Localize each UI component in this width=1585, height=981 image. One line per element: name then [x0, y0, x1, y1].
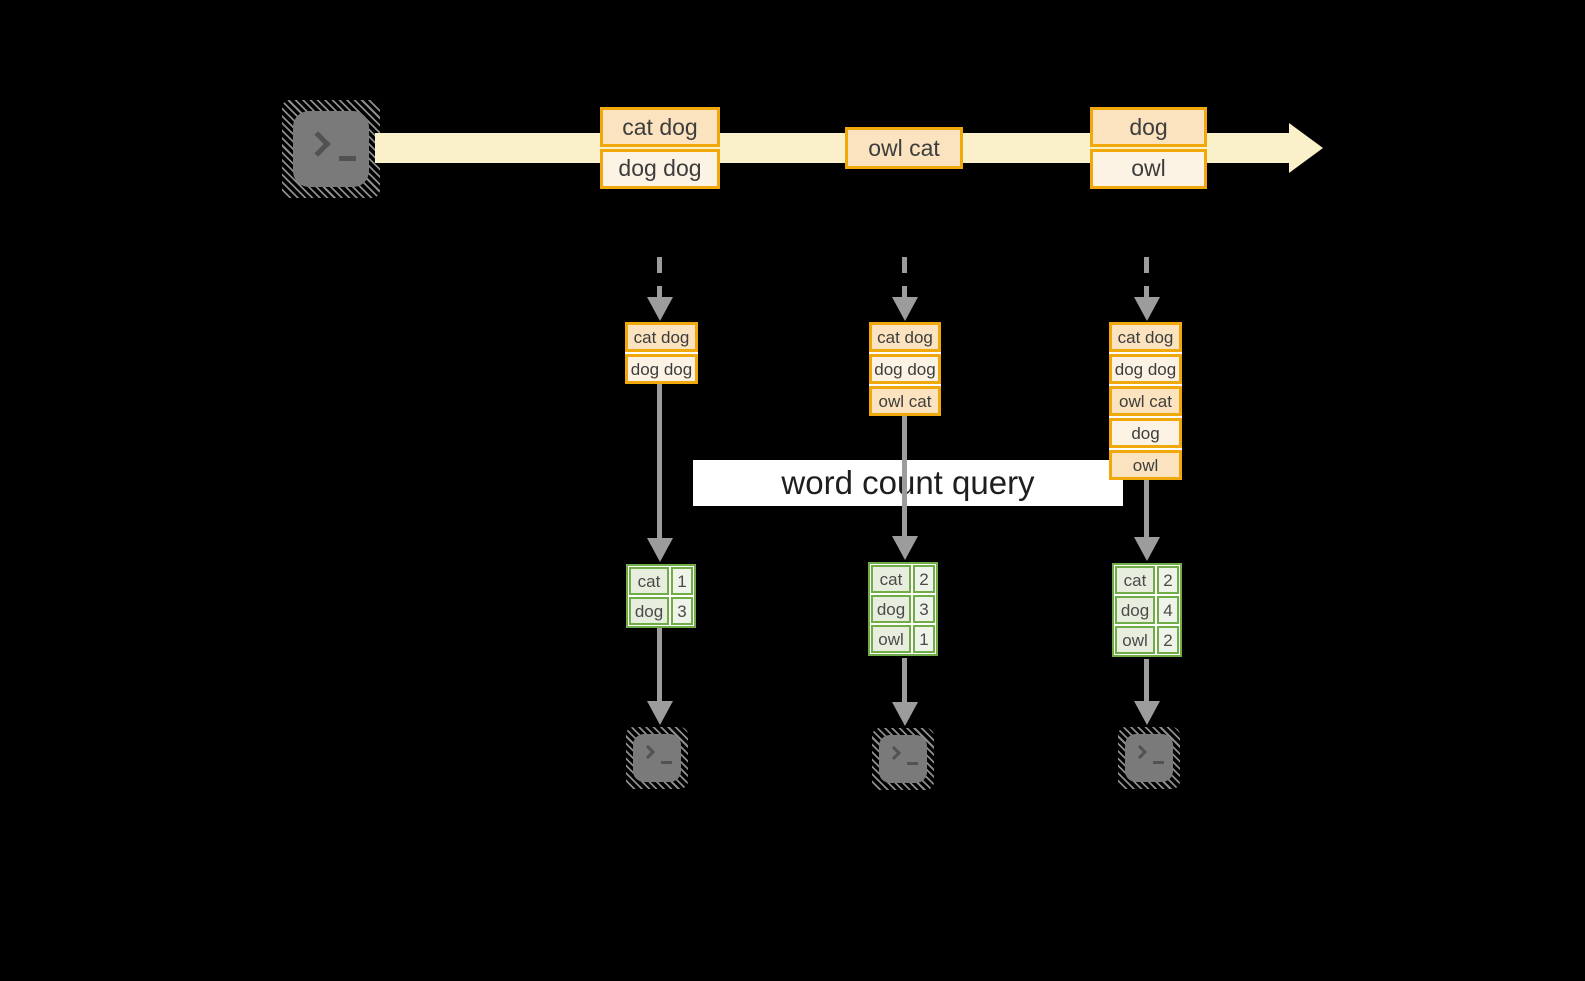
stream-record: dog	[1090, 107, 1207, 147]
prompt-cursor-icon	[661, 761, 672, 764]
dashed-arrow-line	[902, 257, 907, 297]
count-value: 2	[913, 565, 935, 593]
output-arrowhead-icon	[892, 702, 918, 726]
query-arrowhead-icon	[892, 536, 918, 560]
snapshot-record: dog	[1109, 418, 1182, 448]
terminal-sink-icon-1	[626, 727, 688, 789]
stream-snapshot-2: cat dog dog dog owl cat	[869, 322, 941, 416]
query-arrowhead-icon	[647, 538, 673, 562]
dashed-arrowhead-icon	[647, 297, 673, 321]
count-value: 2	[1157, 566, 1179, 594]
snapshot-record: cat dog	[869, 322, 941, 352]
count-table-1: cat 1 dog 3	[626, 564, 696, 628]
count-value: 4	[1157, 596, 1179, 624]
dashed-arrowhead-icon	[1134, 297, 1160, 321]
snapshot-record: cat dog	[625, 322, 698, 352]
count-table-2: cat 2 dog 3 owl 1	[868, 562, 938, 656]
prompt-chevron-icon	[640, 744, 656, 760]
query-arrowhead-icon	[1134, 537, 1160, 561]
count-value: 1	[913, 625, 935, 653]
snapshot-record: dog dog	[625, 354, 698, 384]
count-word: dog	[1115, 596, 1155, 624]
output-arrow-line	[1144, 659, 1149, 701]
prompt-chevron-icon	[305, 131, 331, 157]
snapshot-record: owl cat	[869, 386, 941, 416]
terminal-screen	[633, 734, 681, 782]
dashed-arrowhead-icon	[892, 297, 918, 321]
terminal-screen	[1125, 734, 1173, 782]
output-arrow-line	[902, 658, 907, 702]
terminal-source-icon	[282, 100, 380, 198]
snapshot-record: dog dog	[869, 354, 941, 384]
query-arrow-line	[902, 416, 907, 536]
stream-record: dog dog	[600, 148, 720, 189]
dashed-arrow-line	[1144, 257, 1149, 297]
output-arrowhead-icon	[647, 701, 673, 725]
stream-message-1: cat dog dog dog	[600, 107, 720, 189]
count-word: cat	[1115, 566, 1155, 594]
stream-message-2: owl cat	[845, 127, 963, 169]
stream-snapshot-1: cat dog dog dog	[625, 322, 698, 384]
snapshot-record: cat dog	[1109, 322, 1182, 352]
terminal-screen	[293, 111, 369, 187]
snapshot-record: owl cat	[1109, 386, 1182, 416]
count-word: cat	[629, 567, 669, 595]
terminal-screen	[879, 735, 927, 783]
output-arrow-line	[657, 627, 662, 701]
count-value: 1	[671, 567, 693, 595]
stream-record: owl	[1090, 148, 1207, 189]
count-word: cat	[871, 565, 911, 593]
count-word: dog	[871, 595, 911, 623]
query-arrow-line	[657, 384, 662, 538]
output-arrowhead-icon	[1134, 701, 1160, 725]
terminal-sink-icon-2	[872, 728, 934, 790]
count-value: 3	[671, 597, 693, 625]
prompt-cursor-icon	[1153, 761, 1164, 764]
count-table-3: cat 2 dog 4 owl 2	[1112, 563, 1182, 657]
count-value: 2	[1157, 626, 1179, 654]
stream-arrowhead-icon	[1289, 123, 1323, 173]
prompt-cursor-icon	[339, 156, 356, 161]
stream-record: owl cat	[845, 127, 963, 169]
count-value: 3	[913, 595, 935, 623]
count-word: owl	[1115, 626, 1155, 654]
prompt-cursor-icon	[907, 762, 918, 765]
query-arrow-line	[1144, 480, 1149, 537]
dashed-arrow-line	[657, 257, 662, 297]
stream-message-3: dog owl	[1090, 107, 1207, 189]
query-label: word count query	[693, 460, 1123, 506]
count-word: owl	[871, 625, 911, 653]
snapshot-record: dog dog	[1109, 354, 1182, 384]
stream-snapshot-3: cat dog dog dog owl cat dog owl	[1109, 322, 1182, 480]
snapshot-record: owl	[1109, 450, 1182, 480]
prompt-chevron-icon	[886, 745, 902, 761]
terminal-sink-icon-3	[1118, 727, 1180, 789]
prompt-chevron-icon	[1132, 744, 1148, 760]
stream-record: cat dog	[600, 107, 720, 147]
count-word: dog	[629, 597, 669, 625]
